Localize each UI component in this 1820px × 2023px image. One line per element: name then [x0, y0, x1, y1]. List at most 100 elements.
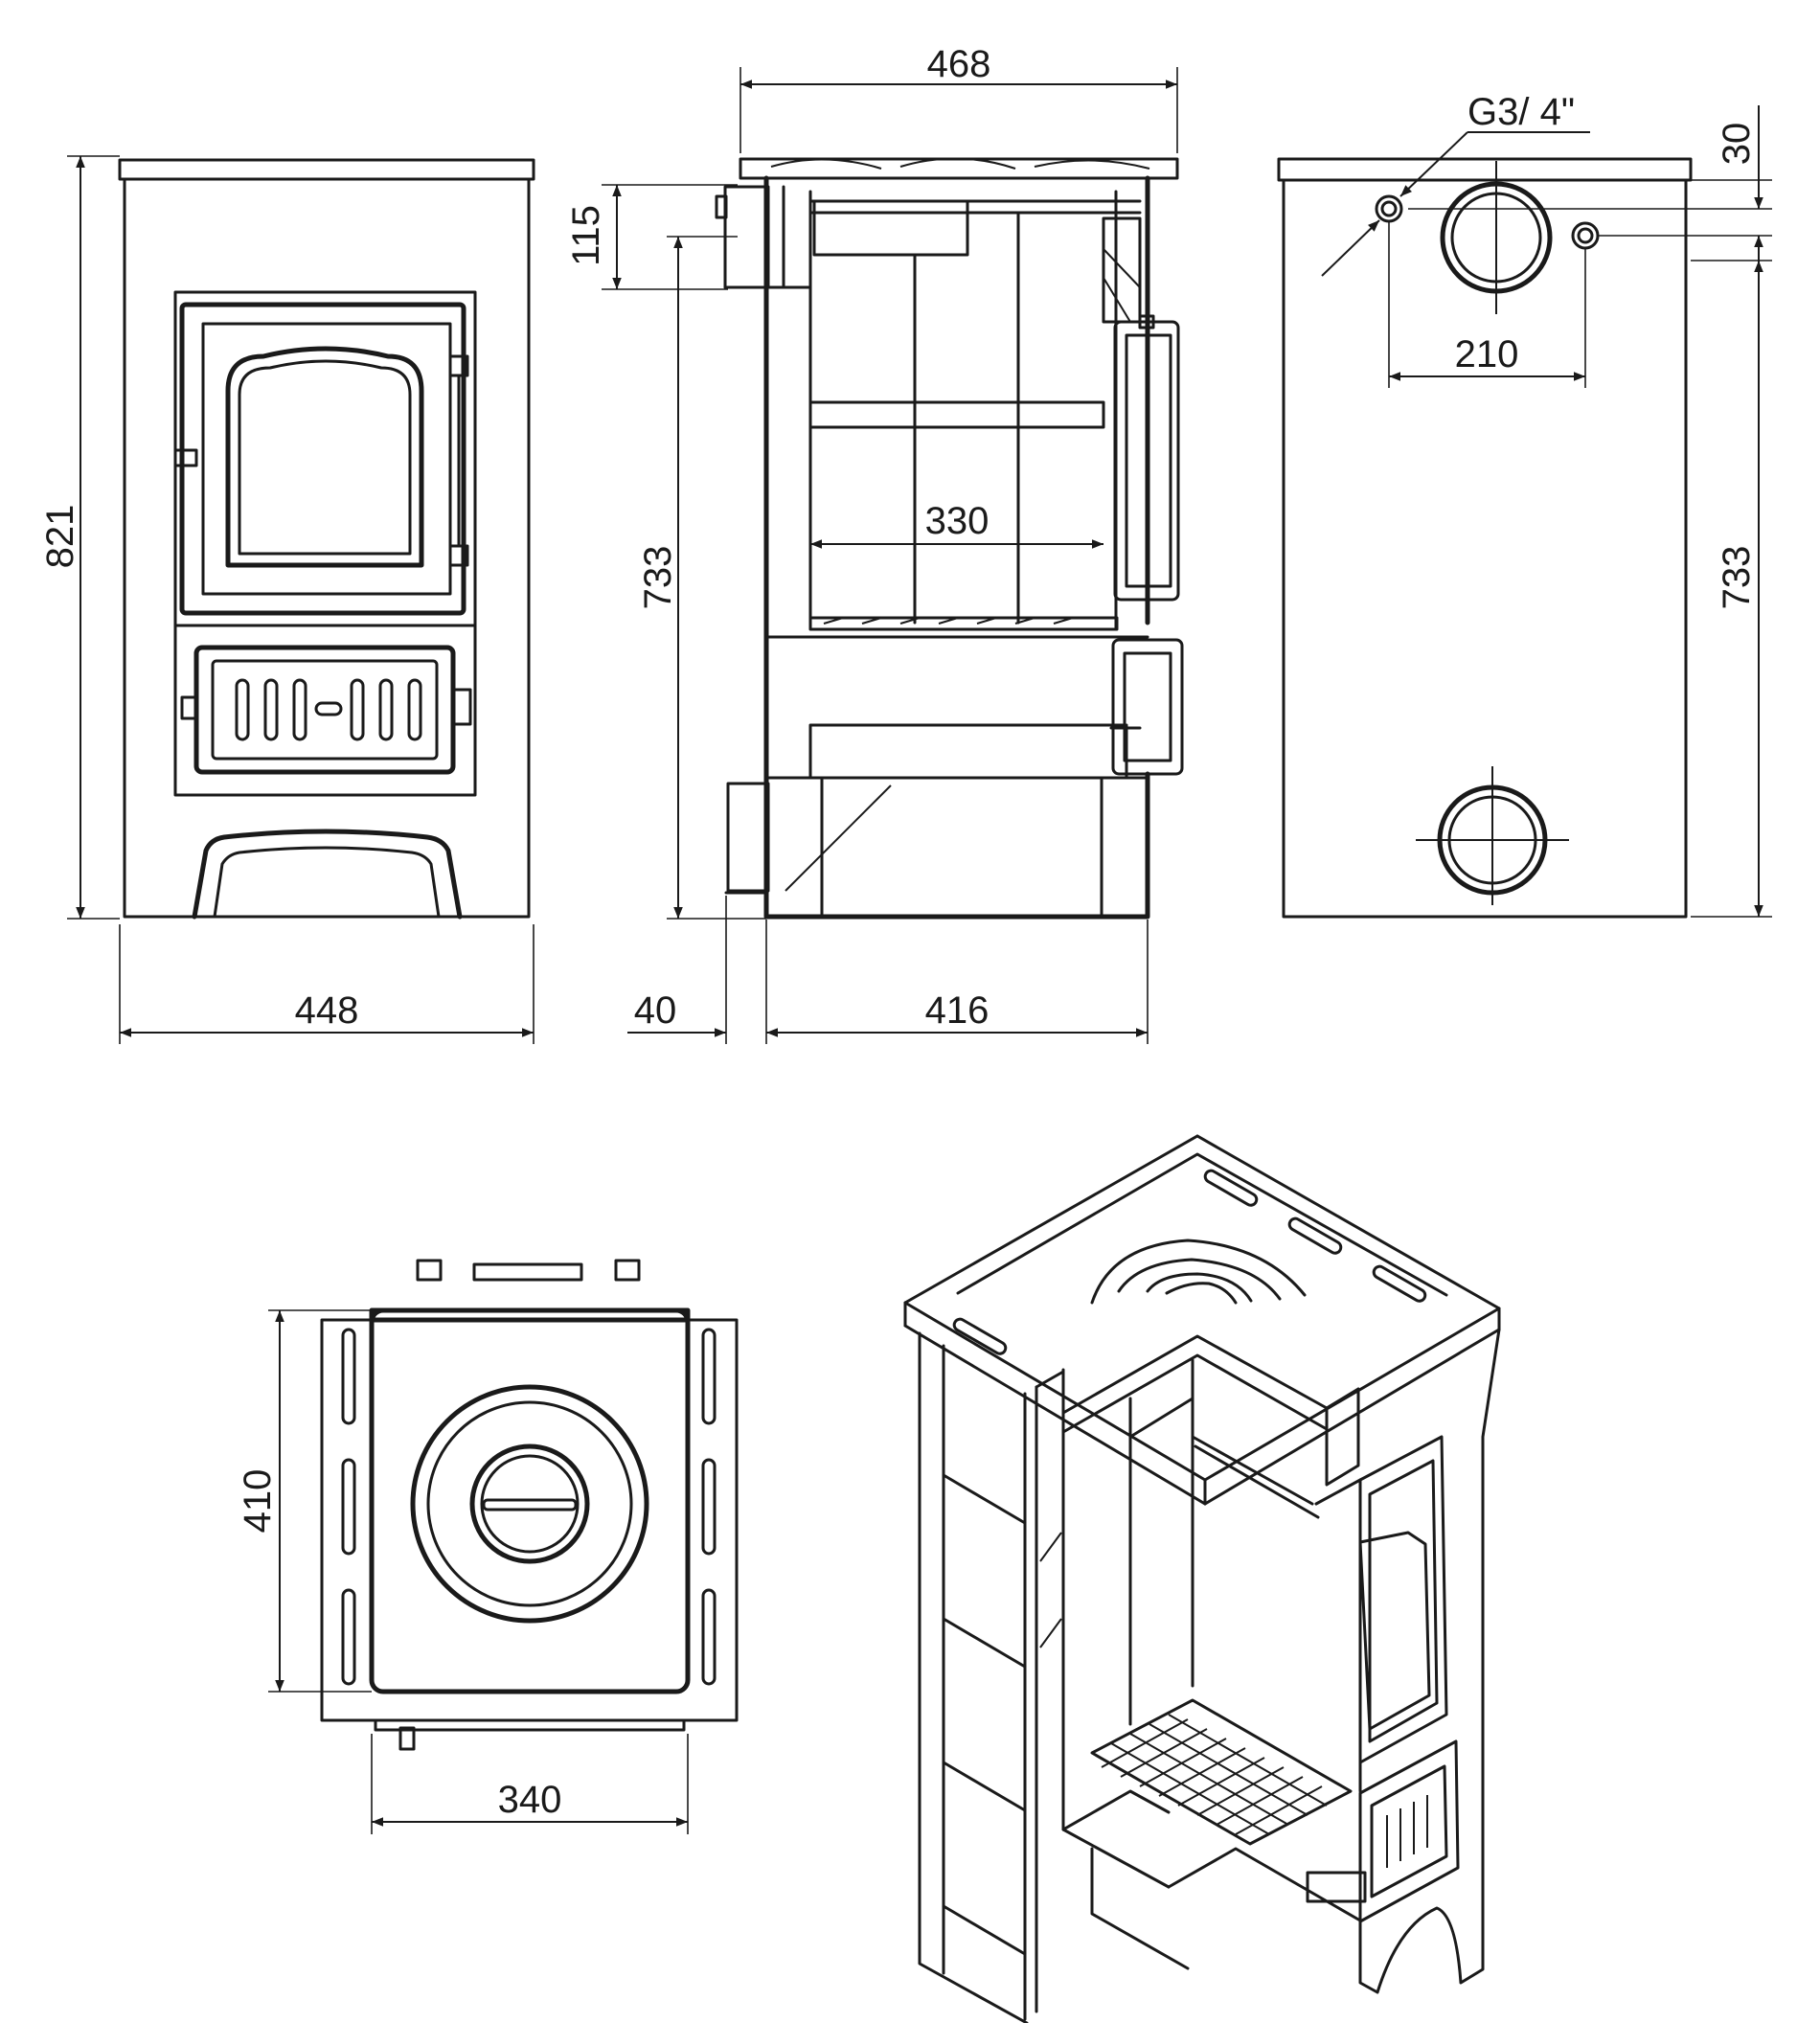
top-front-latch [398, 1726, 416, 1751]
side-plinth [764, 776, 1149, 919]
iso-shelf-line [1191, 1435, 1314, 1506]
iso-cut-face [1035, 1370, 1065, 1827]
front-air-slot [263, 678, 279, 741]
front-view: 821 448 [39, 155, 535, 1044]
side-hatch [1103, 248, 1141, 288]
top-front-door [374, 1718, 686, 1732]
top-lid-handle [482, 1498, 578, 1512]
top-tab [614, 1259, 641, 1282]
back-body [1282, 178, 1688, 919]
iso-vent-slot [1372, 1264, 1427, 1303]
iso-shelf-line [1128, 1397, 1194, 1439]
iso-firebox-left [1061, 1416, 1171, 1889]
side-flue-lip [715, 194, 728, 219]
side-grate-bars [823, 617, 1074, 625]
back-connection-left [1375, 194, 1403, 223]
front-body [123, 177, 531, 919]
side-baffle-block [812, 199, 969, 257]
top-body [320, 1318, 739, 1722]
isometric-cutaway-view [903, 1134, 1501, 2023]
iso-firebox-top-edge [1061, 1334, 1329, 1415]
iso-right-cut [1325, 1387, 1360, 1487]
back-label-leader [1321, 219, 1380, 277]
front-height-label: 821 [39, 505, 81, 569]
side-inner-width-label: 330 [925, 500, 990, 542]
back-label-leader [1399, 131, 1468, 197]
side-grate [808, 616, 1119, 631]
front-ash-door [193, 645, 456, 775]
front-ash-door-frame [173, 624, 477, 797]
front-ash-latch [180, 695, 199, 720]
top-flue-spigot [472, 1262, 583, 1282]
back-connection-left-inner [1380, 200, 1398, 217]
front-door-glass [225, 346, 424, 568]
front-ash-door-inner [211, 659, 439, 761]
top-vent-slot [701, 1458, 717, 1556]
iso-shelf-line [1194, 1444, 1320, 1519]
iso-ash-block [1306, 1871, 1367, 1903]
side-back-offset-label: 40 [634, 989, 677, 1032]
side-plinth-hatch [785, 784, 892, 892]
side-height-label: 733 [637, 546, 679, 610]
iso-ash-step [1061, 1789, 1171, 1831]
front-fire-door [179, 302, 466, 616]
side-section-view: 468 115 733 330 40 416 [565, 43, 1184, 1044]
side-flue-offset-label: 115 [565, 205, 607, 266]
side-door-hinge [1138, 314, 1155, 330]
iso-firebox-baffle [1061, 1353, 1329, 1434]
iso-vent-slot [1287, 1216, 1343, 1255]
iso-hatch [1039, 1532, 1062, 1562]
top-vent-slot [341, 1588, 356, 1686]
top-hotplate-ring [426, 1400, 633, 1607]
side-fire-door-inner [1125, 333, 1172, 588]
iso-fire-door-inner [1368, 1459, 1439, 1743]
iso-hotplate-handle [1165, 1282, 1238, 1305]
iso-right-wall [1314, 1478, 1362, 1793]
iso-hotplate-lid [1146, 1272, 1253, 1303]
iso-tile-joints [942, 1473, 1027, 1956]
side-shelf [808, 400, 1105, 429]
iso-right-outer-wall [1481, 1328, 1501, 1774]
top-width-label: 340 [498, 1779, 562, 1821]
back-connection-right-inner [1577, 227, 1594, 244]
side-ash-pan [808, 723, 1128, 780]
front-air-slot [407, 678, 422, 741]
front-fire-door-frame [173, 290, 477, 627]
iso-ash-door-inner [1370, 1764, 1448, 1898]
iso-firebox-back-lines [1128, 1358, 1194, 1726]
front-fire-door-inner [201, 322, 452, 596]
iso-grate-bars [1110, 1714, 1328, 1835]
iso-grate-bars [1101, 1718, 1323, 1835]
top-view: 410 340 [237, 1259, 739, 1834]
top-tab [416, 1259, 443, 1282]
side-top-ribs [770, 157, 1150, 170]
top-vent-slot [341, 1458, 356, 1556]
iso-fire-door [1358, 1435, 1448, 1764]
side-air-inlet [726, 782, 770, 893]
iso-vent-slot [952, 1317, 1008, 1355]
iso-ash-door [1358, 1739, 1460, 1923]
back-top-offset-label: 30 [1716, 123, 1758, 166]
front-air-slot [235, 678, 250, 741]
front-ash-hinge [451, 688, 472, 726]
side-top-width-label: 468 [927, 43, 991, 85]
side-ash-door [1111, 638, 1184, 776]
back-height-label: 733 [1716, 546, 1758, 610]
iso-door-glass [1358, 1531, 1431, 1731]
front-air-knob [314, 701, 343, 716]
front-door-latch [173, 448, 198, 467]
back-connection-right [1571, 221, 1600, 250]
front-door-glass-inner [238, 359, 412, 556]
back-spacing-label: 210 [1455, 333, 1519, 375]
iso-left-wall [918, 1331, 1029, 2023]
top-hotplate-lid-inner [480, 1454, 580, 1554]
iso-hotplate-ring [1090, 1239, 1307, 1305]
back-connection-label: G3/ 4" [1467, 91, 1575, 133]
side-ash-door-inner [1123, 651, 1172, 762]
front-width-label: 448 [295, 989, 359, 1032]
iso-ash-slots [1386, 1795, 1428, 1868]
iso-ash-pan [1090, 1847, 1190, 1970]
iso-hatch [1039, 1618, 1062, 1648]
front-top-plate [118, 158, 535, 181]
top-vent-slot [701, 1328, 717, 1425]
